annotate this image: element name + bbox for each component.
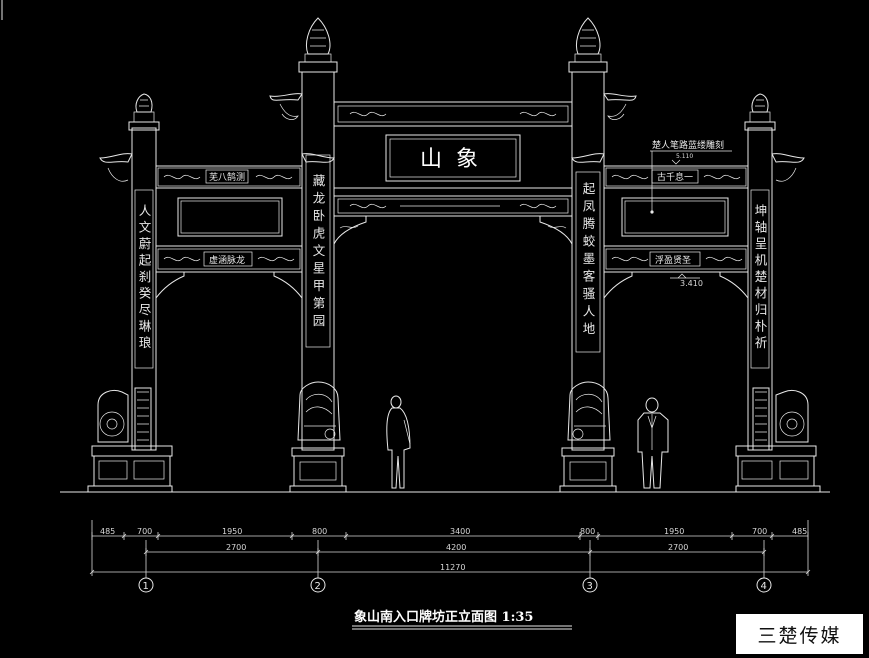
inner-right-couplet: 起凤腾蛟墨客骚人地 (581, 182, 596, 340)
dim-row1-1: 700 (137, 527, 152, 536)
watermark-logo: 三楚传媒 (736, 614, 863, 654)
lower-right-plaque-text: 浮盈贤圣 (655, 254, 691, 266)
outer-right-couplet: 坤轴呈机楚材归朴祈 (753, 203, 768, 353)
dim-row1-4: 3400 (450, 527, 470, 536)
drawing-title: 象山南入口牌坊正立面图 1:35 (354, 609, 533, 625)
dim-row1-5: 800 (580, 527, 595, 536)
grid-label-3: 3 (587, 581, 593, 592)
dim-row2-1: 4200 (446, 543, 466, 552)
grid-label-1: 1 (143, 581, 149, 592)
left-wing-entablature (99, 153, 335, 300)
right-wing-entablature (571, 153, 805, 300)
dim-row1-3: 800 (312, 527, 327, 536)
scale-figure-left (386, 395, 411, 489)
main-plaque-text: 山象 (420, 147, 492, 172)
dim-row2-0: 2700 (226, 543, 246, 552)
annotation-text: 楚人笔路蓝缕雕刻 (652, 139, 724, 151)
dim-row1-2: 1950 (222, 527, 242, 536)
level-lower-text: 3.410 (680, 279, 703, 288)
grid-axis-markers: 1 2 3 4 (138, 577, 772, 593)
grid-label-4: 4 (761, 581, 767, 592)
inner-left-couplet: 藏龙卧虎文星甲第园 (311, 174, 326, 332)
level-upper-text: 5.110 (676, 153, 693, 160)
dim-row3-0: 11270 (440, 563, 465, 572)
scale-figure-right (637, 397, 669, 489)
outer-left-couplet: 人文蔚起刹癸尽琳琅 (137, 204, 152, 353)
dim-row1-6: 1950 (664, 527, 684, 536)
dim-row2-2: 2700 (668, 543, 688, 552)
upper-right-plaque-text: 古千息一 (657, 171, 693, 183)
lower-left-plaque-text: 虚涵脉龙 (209, 254, 245, 266)
central-entablature (269, 93, 637, 245)
grid-label-2: 2 (315, 581, 321, 592)
upper-left-plaque-text: 芜八鹄测 (209, 171, 245, 183)
grid-bubble-3 (582, 577, 598, 593)
outer-right-pillar (735, 93, 821, 493)
grid-bubble-2 (310, 577, 326, 593)
dim-row1-0: 485 (100, 527, 115, 536)
carving-annotation: 楚人笔路蓝缕雕刻 5.110 3.410 (650, 139, 732, 288)
dimension-lines: 485 700 1950 800 3400 800 1950 700 485 2… (89, 520, 811, 578)
grid-bubble-4 (756, 577, 772, 593)
dim-row1-7: 700 (752, 527, 767, 536)
grid-bubble-1 (138, 577, 154, 593)
dim-row1-8: 485 (792, 527, 807, 536)
